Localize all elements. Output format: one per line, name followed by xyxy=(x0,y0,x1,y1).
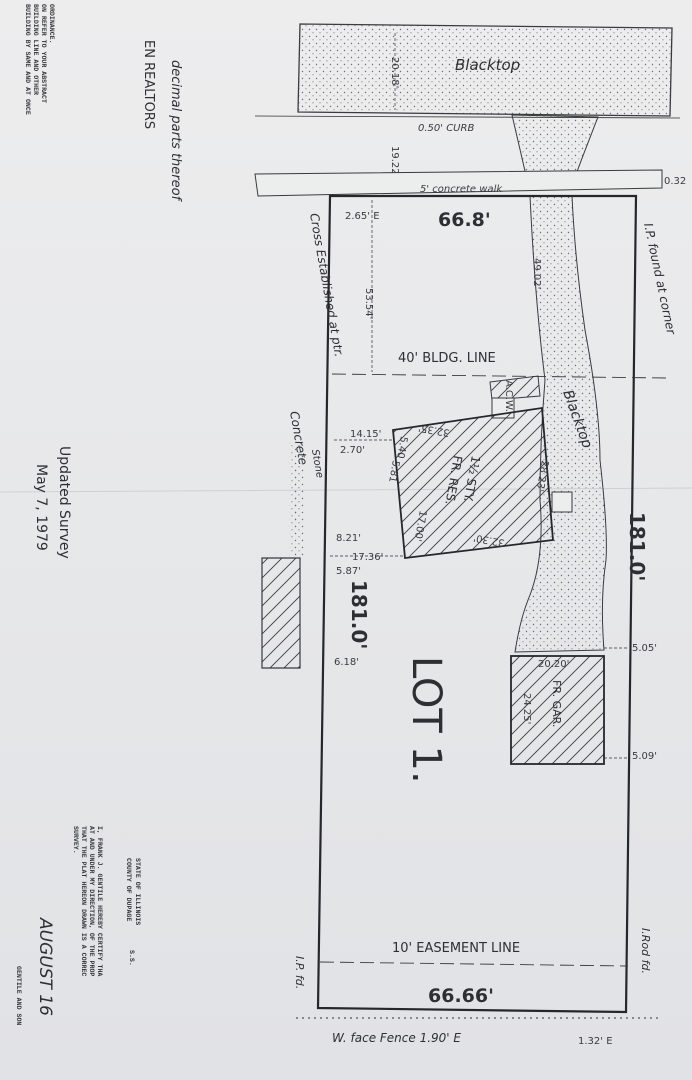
lot-label: LOT 1. xyxy=(403,656,449,784)
svg-text:SURVEY.: SURVEY. xyxy=(72,826,79,854)
certification-block: STATE OF ILLINOIS COUNTY OF DUPAGE S.S. … xyxy=(15,826,141,1025)
svg-text:49.02': 49.02' xyxy=(531,258,542,289)
svg-text:FR. GAR.: FR. GAR. xyxy=(550,680,563,727)
building-line xyxy=(331,373,667,379)
svg-text:5.81: 5.81 xyxy=(386,459,401,483)
svg-text:5.40: 5.40 xyxy=(394,435,409,459)
svg-text:5.09': 5.09' xyxy=(632,751,657,762)
svg-text:I.Rod fd.: I.Rod fd. xyxy=(639,928,652,974)
garage: 20.20' 24.25' FR. GAR. 5.05' 5.09' xyxy=(510,643,657,765)
svg-text:53.54': 53.54' xyxy=(363,288,374,319)
svg-text:14.15': 14.15' xyxy=(350,429,381,440)
header-note-1: decimal parts thereof xyxy=(168,60,183,203)
easement-line xyxy=(319,961,629,967)
svg-text:AUGUST 16: AUGUST 16 xyxy=(35,917,55,1016)
svg-text:A.C.W.: A.C.W. xyxy=(503,380,514,412)
concrete-strip-dots xyxy=(289,440,305,558)
cross-label: Cross Established at ptr. xyxy=(307,212,346,358)
svg-text:S.S.: S.S. xyxy=(128,950,135,966)
svg-text:32.30': 32.30' xyxy=(473,532,506,548)
svg-text:32.35': 32.35' xyxy=(418,422,451,438)
svg-text:2.65' E: 2.65' E xyxy=(345,211,380,222)
svg-text:Stone: Stone xyxy=(309,449,325,479)
svg-text:BUILDING BY SAME AND AT ONCE: BUILDING BY SAME AND AT ONCE xyxy=(24,4,31,115)
updated-date: May 7, 1979 xyxy=(33,464,49,551)
walk-label: 5' concrete walk xyxy=(420,184,503,195)
svg-text:19.22': 19.22' xyxy=(389,146,400,177)
side-setbacks: 14.15' 2.70' Stone 8.21' 17.36' 5.87' 6.… xyxy=(309,429,405,668)
neighbor-building xyxy=(261,557,301,669)
svg-text:ON REFER TO YOUR ABSTRACT: ON REFER TO YOUR ABSTRACT xyxy=(40,4,47,103)
lot-boundary xyxy=(316,194,638,1014)
svg-text:8.21': 8.21' xyxy=(336,533,361,544)
ip-corner-label: I.P. found at corner xyxy=(641,222,679,337)
svg-text:28.23': 28.23' xyxy=(534,459,550,492)
driveway xyxy=(514,195,607,653)
svg-text:I, FRANK J. GENTILE HEREBY CER: I, FRANK J. GENTILE HEREBY CERTIFY THA xyxy=(96,826,103,976)
svg-text:I.P. fd.: I.P. fd. xyxy=(293,956,306,989)
svg-text:20.20': 20.20' xyxy=(538,659,569,670)
updated-survey: Updated Survey xyxy=(56,446,72,559)
curb-line xyxy=(254,115,681,119)
front-dimension: 66.8' xyxy=(438,209,491,231)
svg-text:BUILDING LINE AND OTHER: BUILDING LINE AND OTHER xyxy=(32,4,39,95)
easement-label: 10' EASEMENT LINE xyxy=(392,941,520,956)
house: 1½ STY. FR. RES. 32.35' 32.30' 28.23' 17… xyxy=(386,406,573,560)
svg-text:STATE OF ILLINOIS: STATE OF ILLINOIS xyxy=(134,858,141,925)
building-line-label: 40' BLDG. LINE xyxy=(398,351,496,366)
svg-text:GENTILE AND SON: GENTILE AND SON xyxy=(15,966,22,1025)
svg-text:6.18': 6.18' xyxy=(334,657,359,668)
svg-text:AT AND UNDER MY DIRECTION, OF: AT AND UNDER MY DIRECTION, OF THE PROP xyxy=(88,826,95,976)
svg-text:20.18': 20.18' xyxy=(389,57,400,88)
svg-text:5.87': 5.87' xyxy=(336,566,361,577)
svg-text:5.05': 5.05' xyxy=(632,643,657,654)
left-side-dimension: 181.0' xyxy=(347,580,371,649)
svg-text:THAT THE PLAT HEREON DRAWN IS: THAT THE PLAT HEREON DRAWN IS A CORREC xyxy=(80,826,87,976)
svg-text:24.25': 24.25' xyxy=(521,693,532,724)
svg-text:ORDINANCE.: ORDINANCE. xyxy=(48,4,55,44)
street-label: Blacktop xyxy=(455,56,520,74)
header-note-2: EN REALTORS xyxy=(141,40,156,129)
concrete-walk xyxy=(254,169,663,197)
svg-text:17.36': 17.36' xyxy=(352,552,383,563)
curb-label: 0.50' CURB xyxy=(418,123,474,134)
svg-text:17.00': 17.00' xyxy=(412,509,428,542)
street-blacktop: Blacktop 20.18' xyxy=(297,23,673,117)
notes-left: ORDINANCE. ON REFER TO YOUR ABSTRACT BUI… xyxy=(24,4,55,115)
svg-text:0.32: 0.32 xyxy=(664,176,686,187)
svg-text:COUNTY OF DUPAGE: COUNTY OF DUPAGE xyxy=(125,858,132,921)
svg-text:1.32' E: 1.32' E xyxy=(578,1036,613,1047)
right-side-dimension: 181.0' xyxy=(625,512,649,581)
fence-label: W. face Fence 1.90' E xyxy=(332,1031,461,1045)
rear-dimension: 66.66' xyxy=(428,985,494,1007)
svg-text:2.70': 2.70' xyxy=(340,445,365,456)
